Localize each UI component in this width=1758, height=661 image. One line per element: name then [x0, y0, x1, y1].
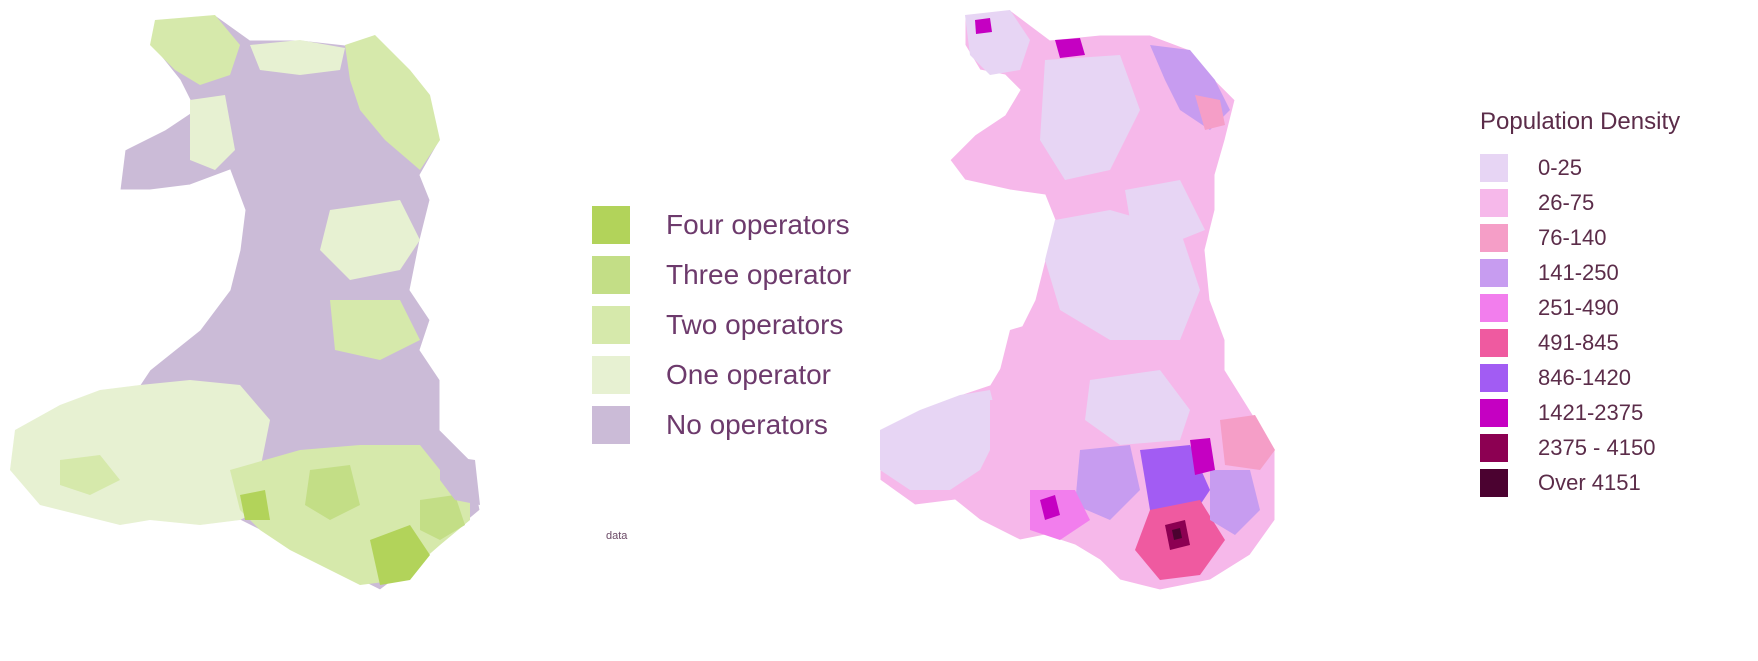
legend-swatch	[592, 206, 630, 244]
legend-swatch	[1480, 398, 1508, 427]
legend-item-one-operator: One operator	[592, 350, 851, 400]
region-newport	[1210, 470, 1260, 535]
legend-swatch	[1480, 328, 1508, 357]
region-mid-east	[320, 200, 420, 280]
region-valleys-west	[1075, 445, 1140, 520]
legend-label: 141-250	[1538, 259, 1619, 285]
region-mid-east-2	[330, 300, 420, 360]
legend-item: 0-25	[1480, 150, 1680, 185]
legend-item-three-operator: Three operator	[592, 250, 851, 300]
region-north-coast-towns	[1055, 38, 1085, 58]
region-anglesey	[150, 15, 240, 85]
density-regions	[880, 10, 1275, 580]
legend-title: Population Density	[1480, 108, 1681, 135]
legend-item-four-operators: Four operators	[592, 200, 851, 250]
region-valleys-central	[1140, 445, 1210, 520]
operators-map	[9, 14, 481, 591]
legend-label: Two operators	[666, 309, 844, 340]
legend-swatch	[1480, 223, 1508, 252]
legend-swatch	[1480, 188, 1508, 217]
region-newport	[420, 495, 465, 540]
legend-item: 846-1420	[1480, 360, 1680, 395]
region-monmouth	[440, 455, 480, 505]
legend-swatch	[592, 306, 630, 344]
legend-item: 251-490	[1480, 290, 1680, 325]
legend-item: 76-140	[1480, 220, 1680, 255]
legend-item: 141-250	[1480, 255, 1680, 290]
region-ceredigion	[1000, 315, 1090, 400]
region-swansea	[240, 490, 270, 520]
data-note: data	[606, 530, 628, 542]
legend-item: Over 4151	[1480, 465, 1680, 500]
legend-swatch	[1480, 433, 1508, 462]
region-snowdonia	[1040, 55, 1140, 180]
legend-label: 251-490	[1538, 294, 1619, 320]
region-northeast	[345, 35, 440, 170]
region-cardiff-center	[1172, 528, 1182, 540]
legend-swatch	[592, 406, 630, 444]
operator-regions	[10, 15, 480, 585]
legend-item: 26-75	[1480, 185, 1680, 220]
legend-swatch	[592, 256, 630, 294]
legend-label: 1421-2375	[1538, 399, 1644, 425]
region-monmouth	[1220, 415, 1275, 470]
legend-label: 846-1420	[1538, 364, 1631, 390]
region-brecon	[1085, 370, 1190, 445]
region-carmarthen	[990, 400, 1080, 490]
region-valleys-east	[1190, 438, 1215, 475]
region-pembroke	[880, 390, 1000, 490]
legend-swatch	[1480, 153, 1508, 182]
legend-label: 491-845	[1538, 329, 1619, 355]
region-mid-wales	[1045, 210, 1200, 340]
legend-item-two-operators: Two operators	[592, 300, 851, 350]
legend-swatch	[1480, 293, 1508, 322]
region-pembroke	[60, 455, 120, 495]
region-north-coast	[250, 40, 345, 75]
legend-item: 2375 - 4150	[1480, 430, 1680, 465]
region-east-valleys	[305, 465, 360, 520]
legend-label: 0-25	[1538, 154, 1583, 180]
legend-item: 1421-2375	[1480, 395, 1680, 430]
legend-swatch	[1480, 468, 1508, 497]
legend-label: Over 4151	[1538, 469, 1641, 495]
region-swansea-core	[1040, 495, 1060, 520]
legend-label: Three operator	[666, 259, 852, 290]
region-wrexham	[1195, 95, 1225, 130]
operators-legend: Four operators Three operator Two operat…	[592, 200, 851, 450]
region-cardiff	[370, 525, 430, 585]
region-holyhead	[975, 18, 992, 34]
legend-swatch	[592, 356, 630, 394]
region-west-lleyn	[190, 95, 235, 170]
legend-label: No operators	[666, 409, 828, 440]
region-powys-east	[1125, 180, 1205, 240]
legend-swatch	[1480, 258, 1508, 287]
population-density-map	[880, 9, 1276, 591]
legend-item-no-operators: No operators	[592, 400, 851, 450]
legend-label: One operator	[666, 359, 831, 390]
legend-label: 2375 - 4150	[1538, 434, 1656, 460]
legend-label: 26-75	[1538, 189, 1595, 215]
legend-swatch	[1480, 363, 1508, 392]
population-density-legend: Population Density 0-25 26-75 76-140 141…	[1480, 108, 1680, 500]
legend-label: 76-140	[1538, 224, 1607, 250]
legend-label: Four operators	[666, 209, 850, 240]
legend-item: 491-845	[1480, 325, 1680, 360]
